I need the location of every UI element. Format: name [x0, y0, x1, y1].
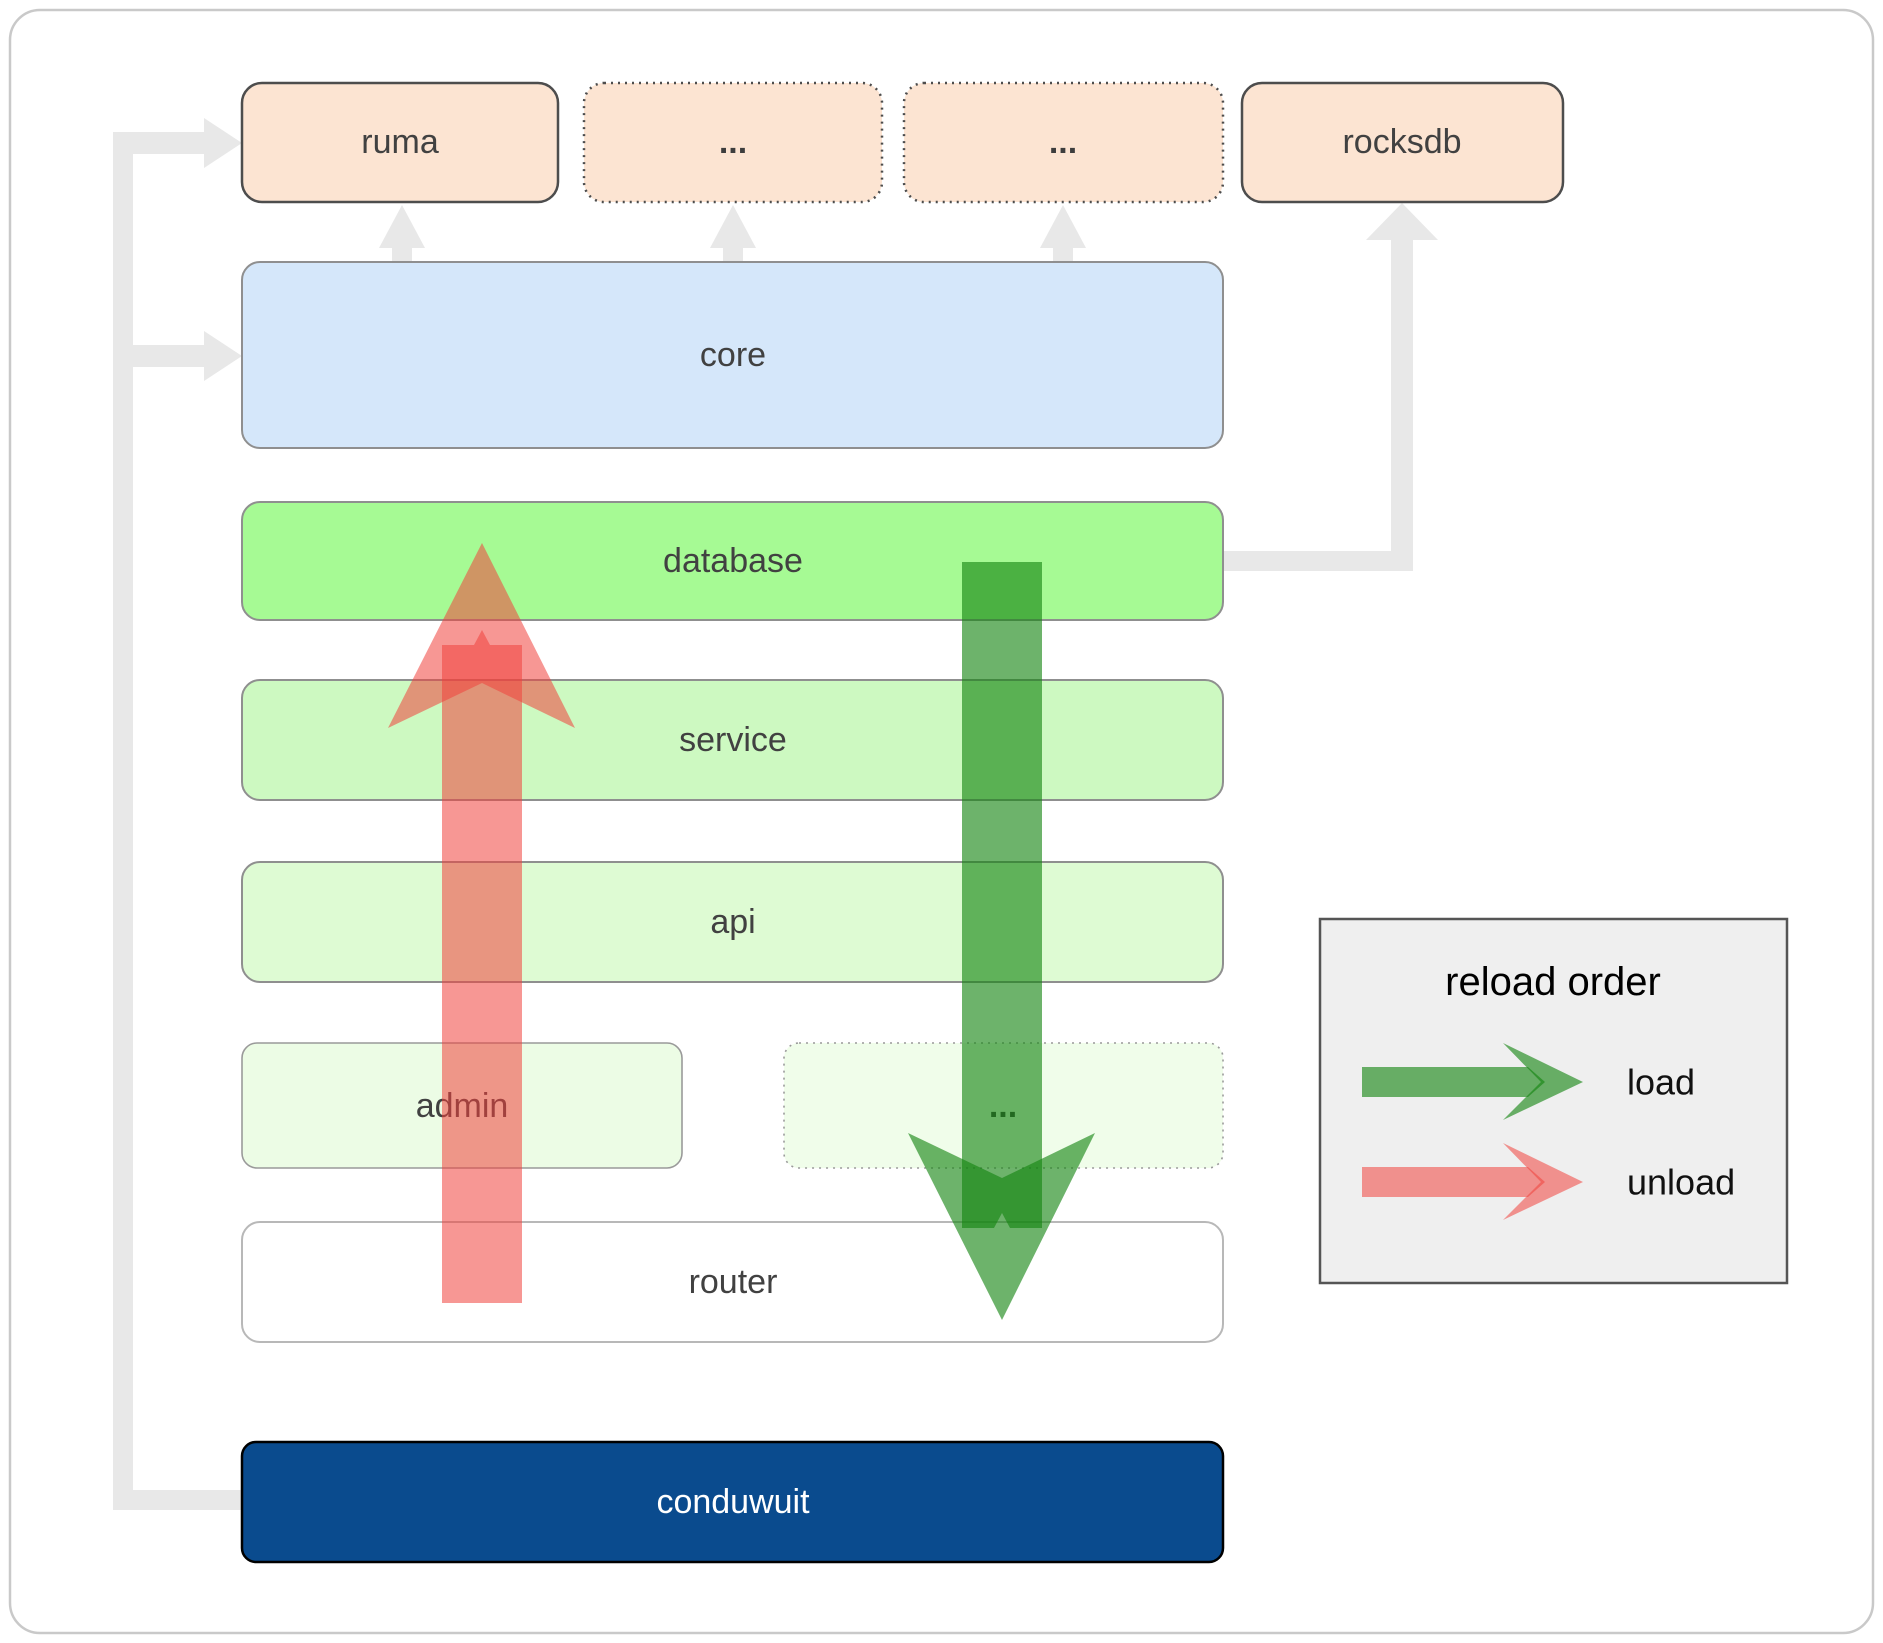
legend-unload-label: unload [1627, 1162, 1735, 1203]
diagram-frame [8, 8, 1875, 1635]
box-ruma: ruma [240, 81, 560, 204]
connector-to-core-line [130, 345, 204, 367]
load-arrow-shaft [962, 562, 1042, 1228]
ruma-rect [240, 81, 560, 204]
box-database: database [241, 501, 1224, 621]
box-rocksdb: rocksdb [1240, 81, 1565, 204]
unload-arrow-head [388, 543, 575, 728]
api-label: api [710, 903, 755, 941]
service-label: service [679, 721, 787, 759]
load-arrow [908, 562, 1095, 1320]
dependency-more-1-label: ... [719, 123, 747, 161]
connector-to-ruma-line [113, 132, 204, 154]
connector-left-rail [113, 132, 133, 1510]
legend-unload-arrow-icon [1362, 1143, 1583, 1220]
database-label: database [663, 542, 803, 580]
connector-core-dep2 [1053, 246, 1073, 262]
connector-core-ruma [392, 246, 412, 262]
legend: reload order load unload [1318, 917, 1789, 1285]
router-label: router [689, 1263, 778, 1301]
legend-unload-arrow-head [1503, 1143, 1583, 1220]
box-router: router [241, 1221, 1224, 1343]
box-core: core [241, 261, 1224, 449]
box-dependency-more-1: ... [582, 81, 884, 204]
legend-title: reload order [1445, 960, 1661, 1004]
unload-arrow [388, 543, 575, 1303]
arrowhead-into-rocksdb [1366, 203, 1438, 240]
connector-conduwuit-stub [113, 1490, 242, 1510]
dependency-more-2-rect [902, 81, 1225, 204]
ruma-label: ruma [361, 123, 439, 161]
connector-group [113, 118, 1438, 1510]
connector-database-rocksdb-h [1223, 551, 1413, 571]
core-label: core [700, 336, 766, 374]
rocksdb-label: rocksdb [1342, 123, 1461, 161]
legend-load-arrow-shaft [1362, 1067, 1545, 1097]
legend-load-arrow-icon [1362, 1043, 1583, 1120]
connector-core-dep1 [723, 246, 743, 262]
arrowhead-core-dep2 [1040, 205, 1086, 248]
conduwuit-rect [240, 1440, 1225, 1564]
rocksdb-rect [1240, 81, 1565, 204]
box-conduwuit: conduwuit [240, 1440, 1225, 1564]
arrowhead-into-ruma [204, 118, 242, 168]
dependency-more-2-label: ... [1049, 123, 1077, 161]
box-service: service [241, 679, 1224, 801]
legend-unload-arrow-shaft [1362, 1167, 1545, 1197]
legend-box [1318, 917, 1789, 1285]
arrowhead-into-core [204, 331, 242, 381]
legend-load-label: load [1627, 1062, 1695, 1103]
box-api: api [241, 861, 1224, 983]
conduwuit-label: conduwuit [656, 1483, 810, 1521]
load-arrow-head [908, 1133, 1095, 1320]
box-dependency-more-2: ... [902, 81, 1225, 204]
arrowhead-core-ruma [379, 205, 425, 248]
connector-database-rocksdb-v [1391, 238, 1413, 571]
arrowhead-core-dep1 [710, 205, 756, 248]
core-rect [241, 261, 1224, 449]
unload-arrow-shaft [442, 630, 522, 1303]
legend-load-arrow-head [1503, 1043, 1583, 1120]
dependency-more-1-rect [582, 81, 884, 204]
